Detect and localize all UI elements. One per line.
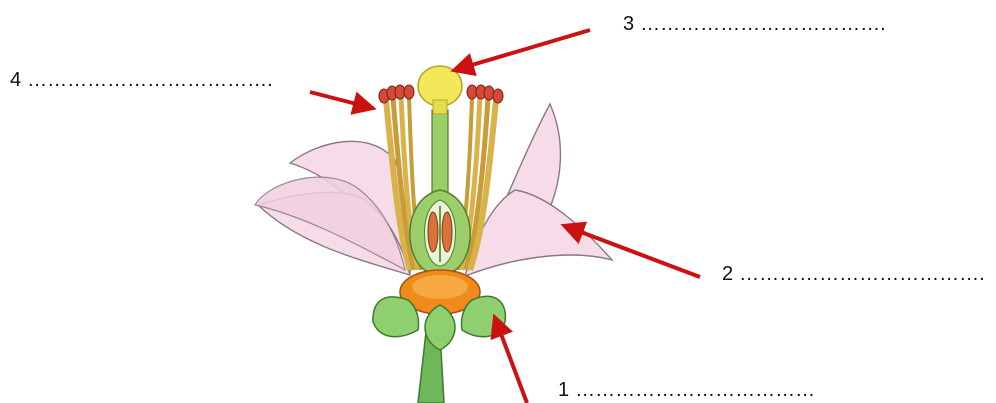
- label-4: 4 ……………………………….: [10, 70, 273, 90]
- anther: [404, 85, 414, 99]
- label-3: 3 ……………………………….: [623, 14, 886, 34]
- stigma-neck: [433, 100, 447, 114]
- label-number: 3: [623, 13, 634, 35]
- receptacle-highlight: [412, 275, 468, 299]
- arrow-3: [455, 30, 590, 70]
- answer-blank: ……………………………….: [739, 263, 985, 285]
- ovule: [442, 212, 452, 252]
- style: [432, 110, 448, 200]
- ovule: [428, 212, 438, 252]
- answer-blank: ……………………………….: [640, 13, 886, 35]
- answer-blank: ……………………………….: [27, 69, 273, 91]
- answer-blank: ………………………………: [575, 379, 815, 401]
- sepal-left: [373, 297, 419, 337]
- anther: [484, 86, 494, 100]
- arrow-1: [495, 318, 527, 403]
- label-1: 1 ………………………………: [558, 380, 815, 400]
- anther: [493, 89, 503, 103]
- label-2: 2 ……………………………….: [722, 264, 985, 284]
- arrow-4: [310, 92, 372, 108]
- label-number: 1: [558, 379, 569, 401]
- label-number: 4: [10, 69, 21, 91]
- label-number: 2: [722, 263, 733, 285]
